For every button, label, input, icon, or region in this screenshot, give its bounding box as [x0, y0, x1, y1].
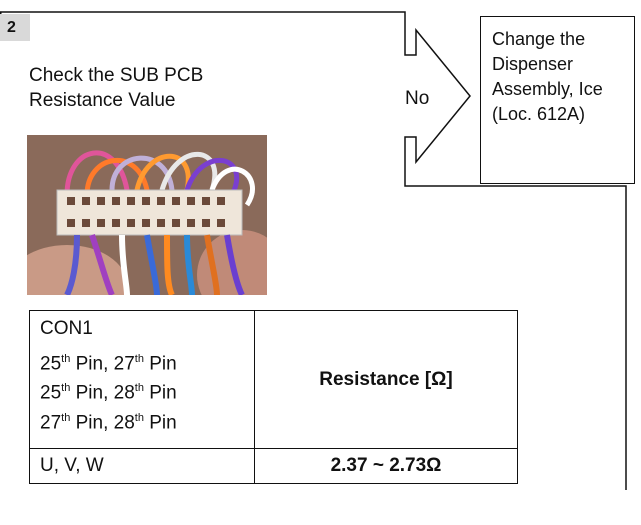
connector-cell: CON1 25th Pin, 27th Pin 25th Pin, 28th P…	[30, 311, 255, 449]
step-title-line-1: Check the SUB PCB	[29, 63, 203, 88]
action-line-3: Assembly, Ice	[492, 77, 634, 102]
step-title-line-2: Resistance Value	[29, 88, 203, 113]
resistance-value: 2.37 ~ 2.73Ω	[255, 449, 518, 484]
table-row: U, V, W 2.37 ~ 2.73Ω	[30, 449, 518, 484]
action-line-4: (Loc. 612A)	[492, 102, 634, 127]
action-line-1: Change the	[492, 27, 634, 52]
table-row: CON1 25th Pin, 27th Pin 25th Pin, 28th P…	[30, 311, 518, 449]
pin-pair-1: 25th Pin, 27th Pin	[40, 347, 244, 376]
connector-photo	[27, 135, 267, 295]
step-badge: 2	[0, 14, 30, 41]
decision-no-label: No	[405, 88, 429, 110]
phases-cell: U, V, W	[30, 449, 255, 484]
connector-name: CON1	[40, 317, 244, 341]
step-title: Check the SUB PCB Resistance Value	[29, 63, 203, 113]
action-box: Change the Dispenser Assembly, Ice (Loc.…	[480, 16, 635, 184]
top-border-line	[0, 12, 405, 35]
resistance-table: CON1 25th Pin, 27th Pin 25th Pin, 28th P…	[29, 310, 518, 484]
resistance-header: Resistance [Ω]	[255, 311, 518, 449]
pin-pair-2: 25th Pin, 28th Pin	[40, 376, 244, 405]
action-line-2: Dispenser	[492, 52, 634, 77]
pin-pair-3: 27th Pin, 28th Pin	[40, 406, 244, 435]
